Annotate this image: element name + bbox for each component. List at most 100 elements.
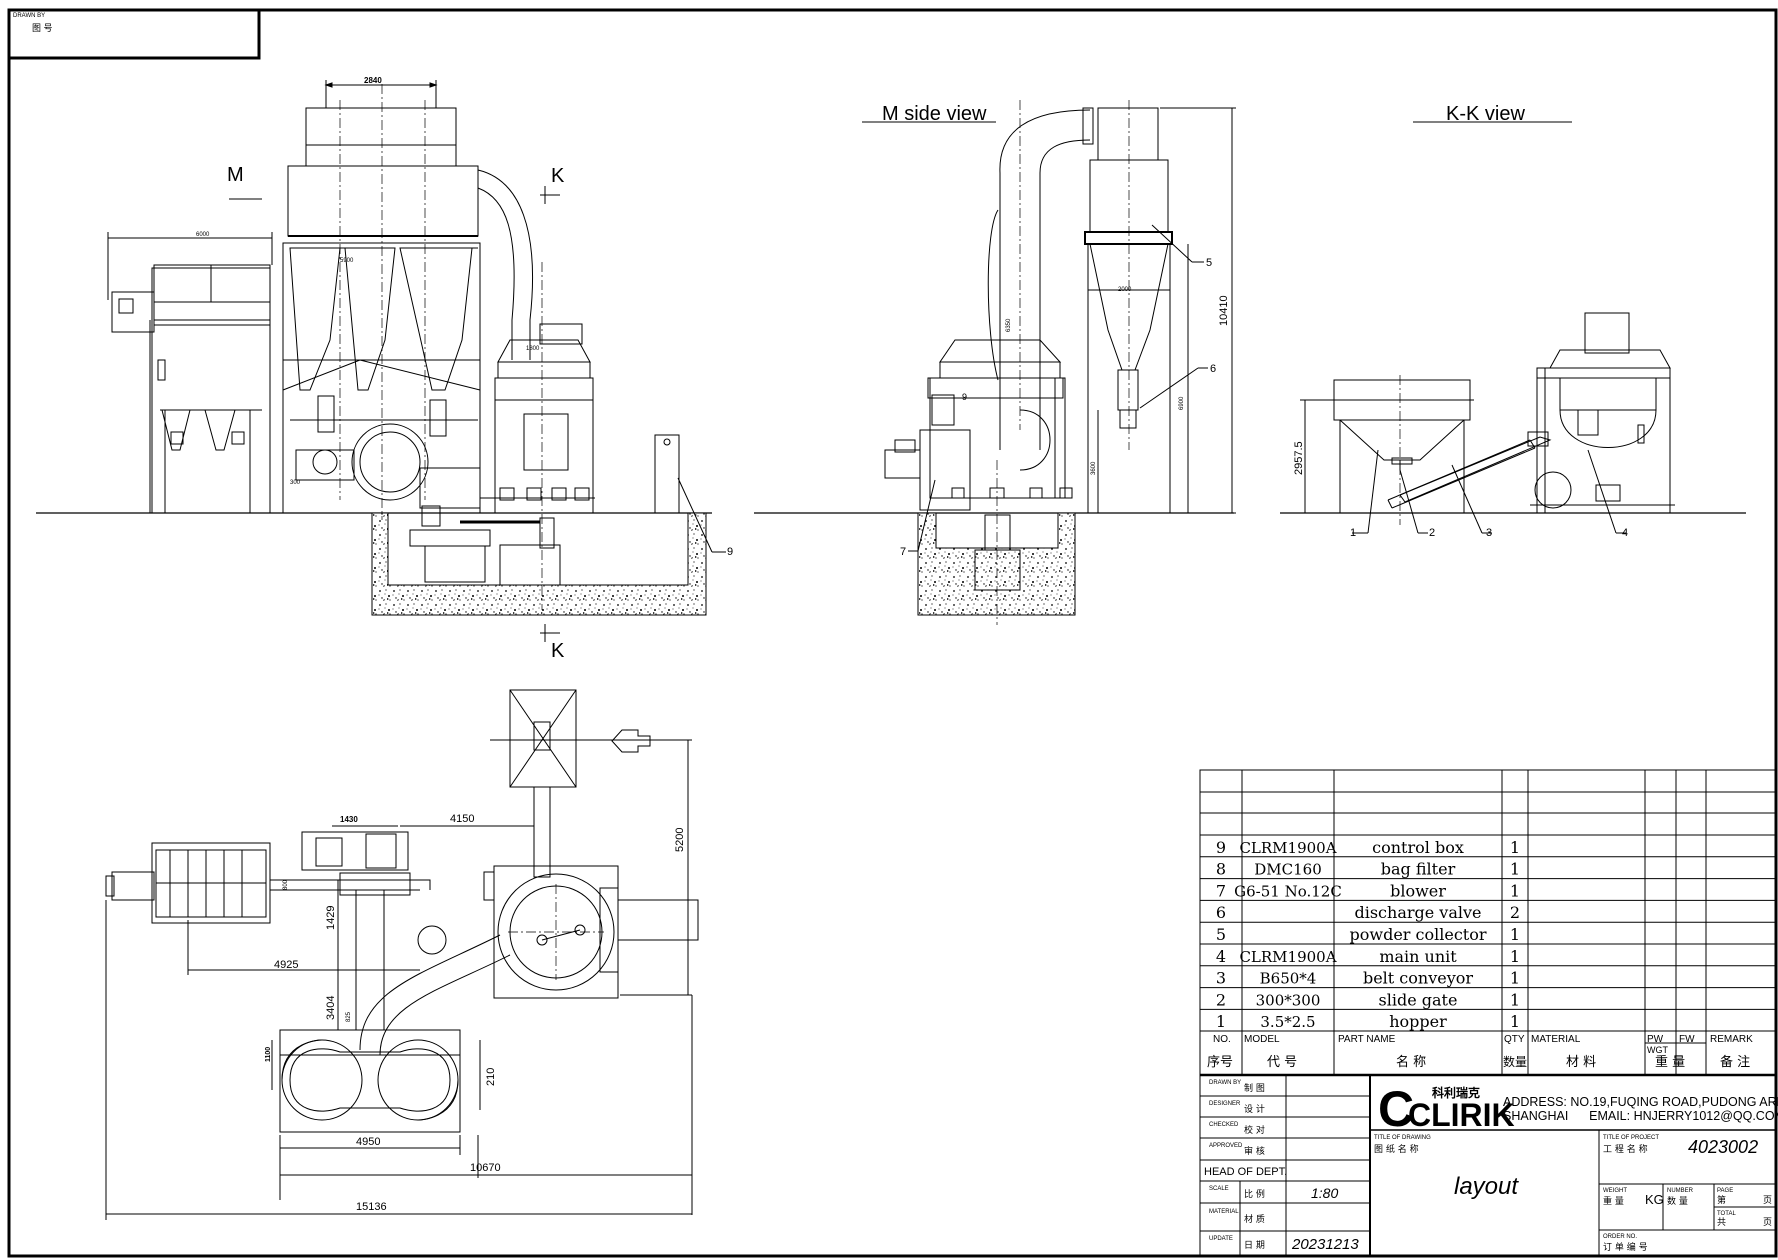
- tb-page-cn: 第: [1717, 1194, 1726, 1206]
- parts-row-qty: 1: [1510, 838, 1520, 857]
- tb-checked: CHECKED: [1209, 1122, 1239, 1128]
- dim-hood: 5900: [340, 258, 354, 264]
- parts-row-qty: 1: [1510, 947, 1520, 966]
- parts-row-name: hopper: [1389, 1012, 1447, 1031]
- dim-height-cyclone: 6900: [1179, 396, 1185, 410]
- dim-filter-width: 6000: [196, 232, 210, 238]
- parts-row-model: G6-51 No.12C: [1234, 882, 1342, 900]
- parts-row-model: 3.5*2.5: [1260, 1013, 1315, 1031]
- tb-drawn-by-cn: 制 图: [1244, 1082, 1265, 1094]
- front-elevation-view: [36, 80, 726, 642]
- corner-drawing-box: DRAWN BY 图 号: [7, 8, 261, 60]
- parts-row-model: CLRM1900A: [1239, 948, 1336, 966]
- tb-order-no-cn: 订 单 编 号: [1603, 1241, 1648, 1253]
- tb-drawn-by: DRAWN BY: [1209, 1080, 1241, 1086]
- parts-row-name: main unit: [1379, 947, 1457, 966]
- tb-total-suffix: 页: [1763, 1217, 1772, 1228]
- plan-view: [105, 689, 699, 1220]
- section-mark-k-bottom: K: [551, 640, 565, 662]
- parts-row-name: control box: [1372, 838, 1464, 857]
- tb-title-of-project-cn: 工 程 名 称: [1603, 1143, 1648, 1155]
- m-side-view: [754, 100, 1236, 625]
- corner-drawn-by-label: DRAWN BY: [13, 13, 45, 19]
- drawing-title: layout: [1454, 1173, 1519, 1200]
- hdr-qty: QTY: [1504, 1034, 1525, 1045]
- callout-9: 9: [727, 546, 733, 558]
- hdr-remark-cn: 备 注: [1720, 1054, 1750, 1070]
- tb-material: MATERIAL: [1209, 1209, 1239, 1215]
- dim-height-pipe: 6350: [1006, 318, 1012, 332]
- hdr-remark: REMARK: [1710, 1034, 1753, 1045]
- hdr-part-name: PART NAME: [1338, 1034, 1396, 1045]
- tb-weight-cn: 重 量: [1603, 1195, 1624, 1207]
- hdr-qty-cn: 数量: [1503, 1054, 1527, 1069]
- parts-row-no: 3: [1216, 969, 1226, 988]
- callout-6: 6: [1210, 363, 1216, 375]
- parts-row-name: discharge valve: [1354, 903, 1481, 922]
- callout-5: 5: [1206, 257, 1212, 269]
- dim-825: 825: [346, 1011, 352, 1022]
- tb-title-of-drawing: TITLE OF DRAWING: [1374, 1135, 1431, 1141]
- parts-row-no: 7: [1216, 881, 1226, 900]
- dim-5200: 5200: [674, 828, 686, 852]
- clirik-logo: C CLIRIK 科利瑞克: [1378, 1081, 1515, 1137]
- parts-row-name: powder collector: [1350, 925, 1487, 944]
- parts-row-name: belt conveyor: [1363, 969, 1473, 988]
- parts-row-model: B650*4: [1260, 970, 1317, 988]
- dim-15136: 15136: [356, 1201, 387, 1213]
- parts-row-qty: 1: [1510, 860, 1520, 879]
- tb-approved-cn: 审 核: [1244, 1145, 1265, 1157]
- hdr-model-cn: 代 号: [1267, 1055, 1297, 1070]
- parts-row-qty: 1: [1510, 881, 1520, 900]
- callout-4: 4: [1622, 527, 1628, 539]
- title-block: [1199, 1074, 1777, 1257]
- parts-row-no: 1: [1216, 1012, 1226, 1031]
- parts-row-no: 5: [1216, 925, 1226, 944]
- dim-duct: 1800: [526, 346, 540, 352]
- hdr-no: NO.: [1213, 1034, 1231, 1045]
- parts-row-name: blower: [1390, 881, 1446, 900]
- corner-drawing-number-label: 图 号: [32, 23, 53, 33]
- tb-page-suffix: 页: [1763, 1195, 1772, 1206]
- tb-number-cn: 数 量: [1667, 1195, 1688, 1207]
- hdr-weight-cn: 重 量: [1655, 1054, 1685, 1070]
- tb-head-of-dept: HEAD OF DEPT.: [1204, 1166, 1287, 1178]
- tb-title-of-project: TITLE OF PROJECT: [1603, 1135, 1659, 1141]
- tb-update-value: 20231213: [1291, 1236, 1359, 1253]
- tb-designer-cn: 设 计: [1244, 1103, 1265, 1115]
- dim-side-top: 2000: [1118, 287, 1132, 293]
- parts-row-model: CLRM1900A: [1239, 839, 1336, 857]
- hdr-pw: PW: [1647, 1034, 1664, 1045]
- parts-row-model: 300*300: [1256, 991, 1321, 1009]
- kk-view: [1280, 121, 1746, 534]
- dim-kk-height: 2957.5: [1293, 441, 1305, 475]
- parts-table-header: NO. MODEL PART NAME QTY MATERIAL PW FW W…: [1207, 1034, 1753, 1070]
- callout-2: 2: [1429, 527, 1435, 539]
- parts-row-qty: 1: [1510, 969, 1520, 988]
- callout-3: 3: [1486, 527, 1492, 539]
- dim-3404: 3404: [325, 996, 337, 1020]
- parts-row-model: DMC160: [1254, 861, 1322, 879]
- hdr-material: MATERIAL: [1531, 1034, 1581, 1045]
- section-mark-k-top: K: [551, 165, 565, 187]
- tb-material-cn: 材 质: [1244, 1213, 1265, 1225]
- tb-page: PAGE: [1717, 1188, 1733, 1194]
- dim-height-total: 10410: [1218, 295, 1230, 326]
- dim-4150: 4150: [450, 813, 474, 825]
- project-number: 4023002: [1688, 1137, 1758, 1157]
- dim-10670: 10670: [470, 1162, 501, 1174]
- dim-210: 210: [485, 1068, 497, 1086]
- m-side-view-title: M side view: [882, 103, 987, 125]
- tb-scale: SCALE: [1209, 1186, 1229, 1192]
- callout-7: 7: [900, 546, 906, 558]
- parts-row-no: 4: [1216, 947, 1226, 966]
- parts-row-qty: 1: [1510, 925, 1520, 944]
- parts-row-no: 2: [1216, 990, 1226, 1009]
- tb-weight: WEIGHT: [1603, 1188, 1627, 1194]
- tb-weight-unit: KG: [1645, 1192, 1664, 1207]
- logo-chinese: 科利瑞克: [1432, 1085, 1480, 1100]
- dim-1430: 1430: [340, 815, 358, 824]
- dim-top-width: 2840: [364, 76, 382, 85]
- parts-row-name: bag filter: [1381, 860, 1456, 879]
- tb-total: TOTAL: [1717, 1211, 1736, 1217]
